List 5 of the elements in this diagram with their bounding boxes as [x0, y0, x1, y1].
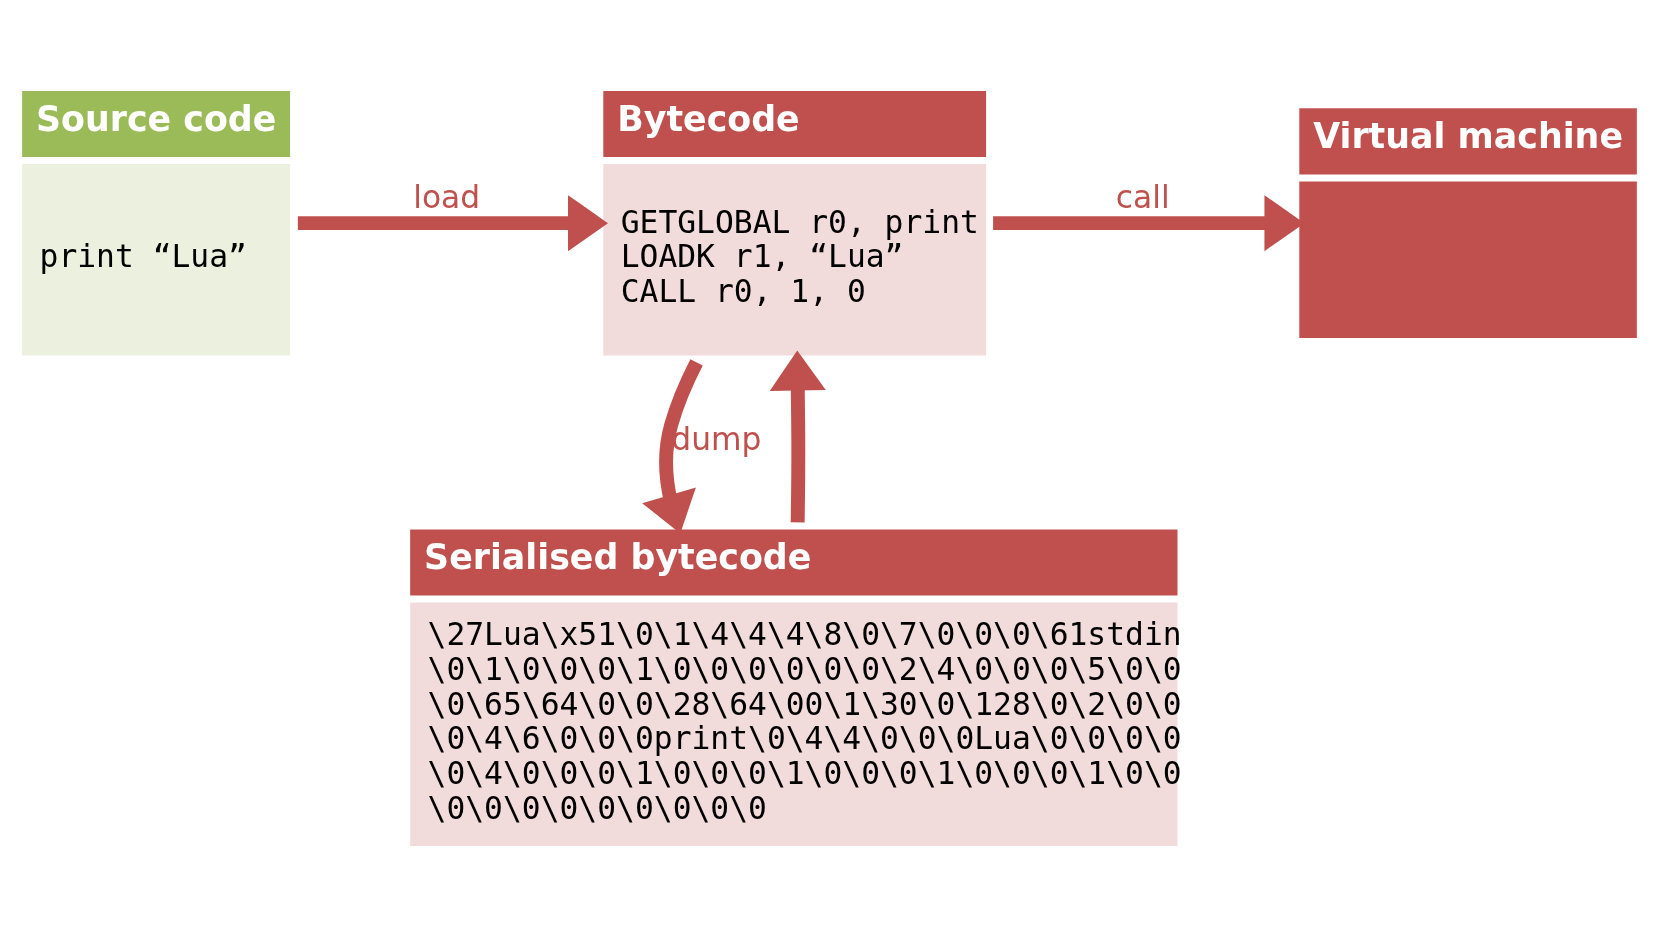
edge-label: dump: [671, 421, 762, 458]
edge-label: call: [1115, 179, 1170, 216]
arrow: [297, 195, 608, 252]
arrow: [769, 350, 826, 523]
edge-label: load: [413, 179, 481, 216]
